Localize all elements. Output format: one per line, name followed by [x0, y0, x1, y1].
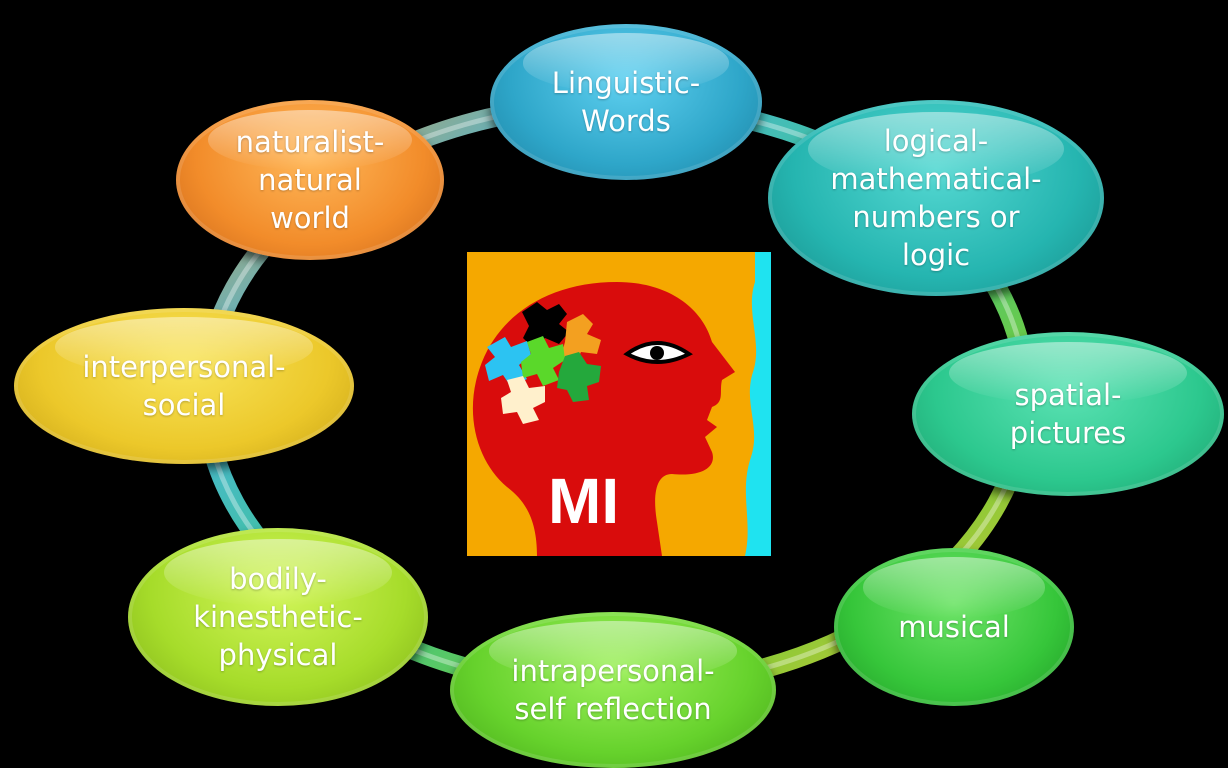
node-spatial-label: spatial- pictures — [1009, 378, 1127, 450]
node-bodily-kinesthetic: bodily- kinesthetic- physical — [128, 528, 428, 706]
node-musical-label: musical — [898, 610, 1010, 644]
node-logical-mathematical: logical- mathematical- numbers or logic — [768, 100, 1104, 296]
node-spatial: spatial- pictures — [912, 332, 1224, 496]
logo-cyan-stripe — [745, 252, 771, 556]
node-interpersonal: interpersonal- social — [14, 308, 354, 464]
node-intrapersonal-label: intrapersonal- self reflection — [511, 654, 715, 726]
node-musical: musical — [834, 548, 1074, 706]
node-logical-label: logical- mathematical- numbers or logic — [830, 124, 1042, 272]
puzzle-blue — [485, 337, 531, 387]
node-bodily-label: bodily- kinesthetic- physical — [193, 562, 363, 672]
mi-head-logo — [467, 252, 771, 556]
node-naturalist-label: naturalist- natural world — [235, 125, 385, 235]
puzzle-cream — [501, 376, 545, 424]
node-linguistic-label: Linguistic- Words — [551, 66, 701, 138]
pupil-icon — [650, 346, 664, 360]
node-intrapersonal: intrapersonal- self reflection — [450, 612, 776, 768]
node-naturalist: naturalist- natural world — [176, 100, 444, 260]
puzzle-orange — [561, 314, 601, 364]
puzzle-darkgreen — [557, 352, 601, 402]
puzzle-pieces-icon — [485, 302, 601, 424]
puzzle-green — [521, 336, 565, 386]
node-linguistic: Linguistic- Words — [490, 24, 762, 180]
puzzle-black — [522, 302, 569, 348]
logo-mi-text: MI — [548, 465, 620, 537]
node-interpersonal-label: interpersonal- social — [82, 350, 286, 422]
